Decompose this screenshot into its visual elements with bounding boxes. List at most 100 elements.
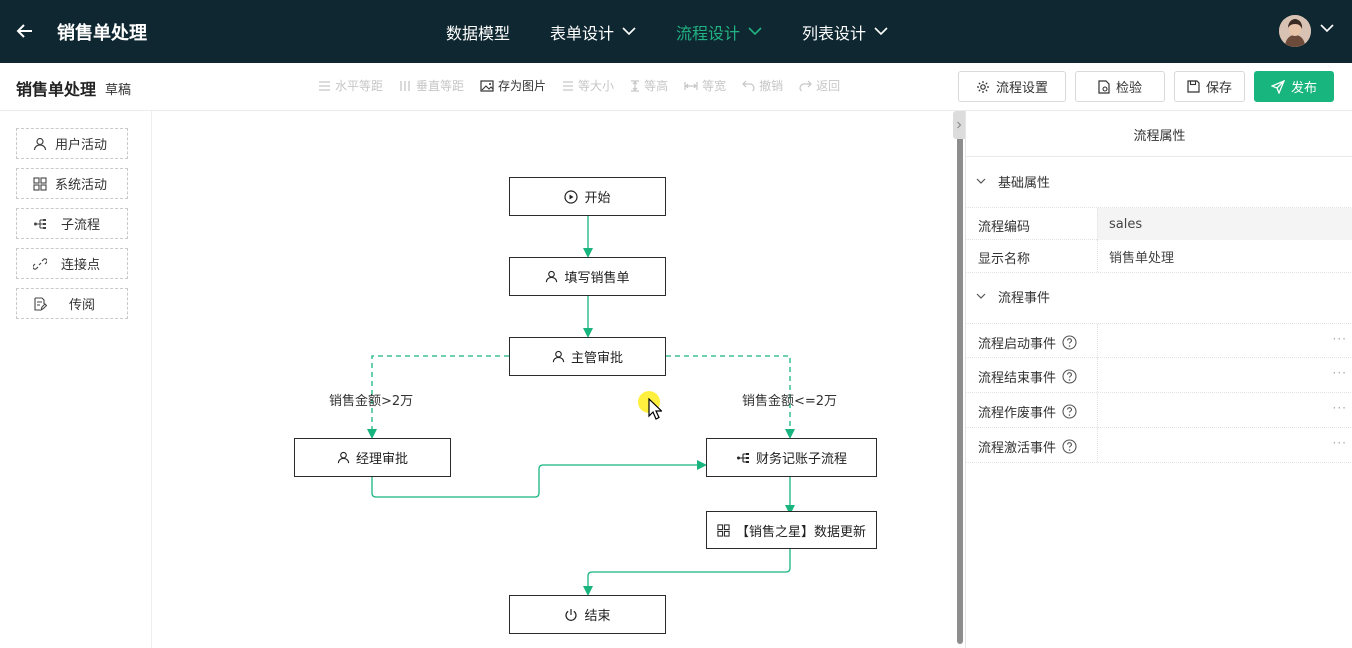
palette-user-activity[interactable]: 用户活动 [16,128,128,159]
edge-label-gt: 销售金额>2万 [329,394,414,409]
save-icon [1187,80,1200,93]
divider [966,156,1352,157]
nav-label: 流程设计 [676,23,741,43]
redo-icon [799,80,812,91]
tool-label: 返回 [816,79,841,93]
button-label: 保存 [1205,81,1232,96]
doc-status-badge: 草稿 [105,83,132,98]
grid-icon [717,523,730,537]
power-icon [565,608,578,621]
node-label: 开始 [584,191,611,206]
tool-vertical-distribute[interactable]: 垂直等距 [399,77,464,94]
section-label: 流程事件 [998,291,1051,306]
display-name-field[interactable]: 销售单处理 [1097,240,1352,272]
nav-flow-design[interactable]: 流程设计 [676,0,762,63]
help-icon[interactable] [1062,335,1077,350]
button-label: 发布 [1290,81,1317,96]
more-icon[interactable]: ··· [1332,332,1347,346]
check-button[interactable]: 检验 [1075,71,1165,102]
activate-event-field[interactable]: ··· [1097,428,1352,462]
nav-form-design[interactable]: 表单设计 [550,0,636,63]
prop-row-void-event: 流程作废事件 ··· [966,393,1352,428]
palette-subflow[interactable]: 子流程 [16,208,128,239]
mouse-cursor-icon [648,398,662,420]
tool-same-height[interactable]: 等高 [630,77,668,94]
event-label: 流程启动事件 [978,337,1057,352]
node-start[interactable]: 开始 [509,177,666,216]
nav-data-model[interactable]: 数据模型 [446,0,510,63]
tool-redo[interactable]: 返回 [799,77,840,94]
vertical-distribute-icon [400,80,410,91]
palette-connector[interactable]: 连接点 [16,248,128,279]
subflow-icon [34,218,46,229]
end-event-field[interactable]: ··· [1097,358,1352,392]
section-label: 基础属性 [998,176,1051,191]
user-avatar[interactable] [1279,15,1311,47]
tool-same-width[interactable]: 等宽 [684,77,726,94]
prop-row-start-event: 流程启动事件 ··· [966,323,1352,358]
prop-label: 流程作废事件 [978,402,1077,421]
flow-settings-button[interactable]: 流程设置 [958,71,1066,102]
tool-label: 等大小 [578,79,615,93]
more-icon[interactable]: ··· [1332,366,1347,380]
chevron-down-icon [874,27,888,36]
play-circle-icon [564,189,579,204]
tool-label: 撤销 [759,79,784,93]
panel-title: 流程属性 [1133,129,1186,144]
publish-button[interactable]: 发布 [1254,71,1334,102]
nav-label: 数据模型 [446,23,511,43]
node-label: 主管审批 [570,351,623,366]
horizontal-distribute-icon [319,80,330,91]
same-width-icon [684,81,698,90]
start-event-field[interactable]: ··· [1097,324,1352,358]
tool-label: 等宽 [702,79,727,93]
node-manager-approval[interactable]: 经理审批 [294,438,451,477]
prop-label: 流程激活事件 [978,437,1077,456]
tool-save-image[interactable]: 存为图片 [480,77,546,94]
node-supervisor-approval[interactable]: 主管审批 [509,337,666,376]
link-icon [33,257,47,270]
section-basic-properties[interactable]: 基础属性 [976,172,1050,191]
document-edit-icon [34,296,47,311]
arrow-left-icon [16,24,32,38]
nav-label: 表单设计 [550,23,615,43]
prop-label: 显示名称 [978,252,1031,267]
help-icon[interactable] [1062,369,1077,384]
properties-panel: 流程属性 基础属性 流程编码 sales 显示名称 销售单处理 流程事件 流程启… [965,111,1352,648]
event-label: 流程作废事件 [978,406,1057,421]
palette-label: 子流程 [61,218,101,233]
event-label: 流程激活事件 [978,441,1057,456]
collapse-panel-handle[interactable] [953,111,965,139]
palette-label: 传阅 [69,298,96,313]
palette-circulate[interactable]: 传阅 [16,288,128,319]
back-button[interactable] [12,18,38,44]
help-icon[interactable] [1062,404,1077,419]
node-label: 财务记账子流程 [755,452,847,467]
more-icon[interactable]: ··· [1332,401,1347,415]
void-event-field[interactable]: ··· [1097,393,1352,427]
canvas-scrollbar[interactable] [957,111,963,644]
prop-row-flow-code: 流程编码 sales [966,207,1352,240]
help-icon[interactable] [1062,439,1077,454]
tool-undo[interactable]: 撤销 [742,77,783,94]
nav-list-design[interactable]: 列表设计 [802,0,888,63]
section-flow-events[interactable]: 流程事件 [976,287,1050,306]
tool-same-size[interactable]: 等大小 [562,77,614,94]
doc-title: 销售单处理 [16,80,97,99]
tool-label: 等高 [644,79,669,93]
prop-row-activate-event: 流程激活事件 ··· [966,428,1352,463]
palette-system-activity[interactable]: 系统活动 [16,168,128,199]
tool-horizontal-distribute[interactable]: 水平等距 [318,77,383,94]
more-icon[interactable]: ··· [1332,436,1347,450]
save-button[interactable]: 保存 [1174,71,1245,102]
same-size-icon [563,80,574,91]
image-icon [480,79,494,92]
node-end[interactable]: 结束 [509,595,666,634]
node-finance-subflow[interactable]: 财务记账子流程 [706,438,877,477]
node-data-update[interactable]: 【销售之星】数据更新 [706,511,877,549]
flow-code-field[interactable]: sales [1097,208,1352,240]
prop-label: 流程启动事件 [978,333,1077,352]
chevron-down-icon[interactable] [1320,22,1334,37]
prop-label: 流程编码 [978,220,1031,235]
node-fill-sales-order[interactable]: 填写销售单 [509,257,666,296]
